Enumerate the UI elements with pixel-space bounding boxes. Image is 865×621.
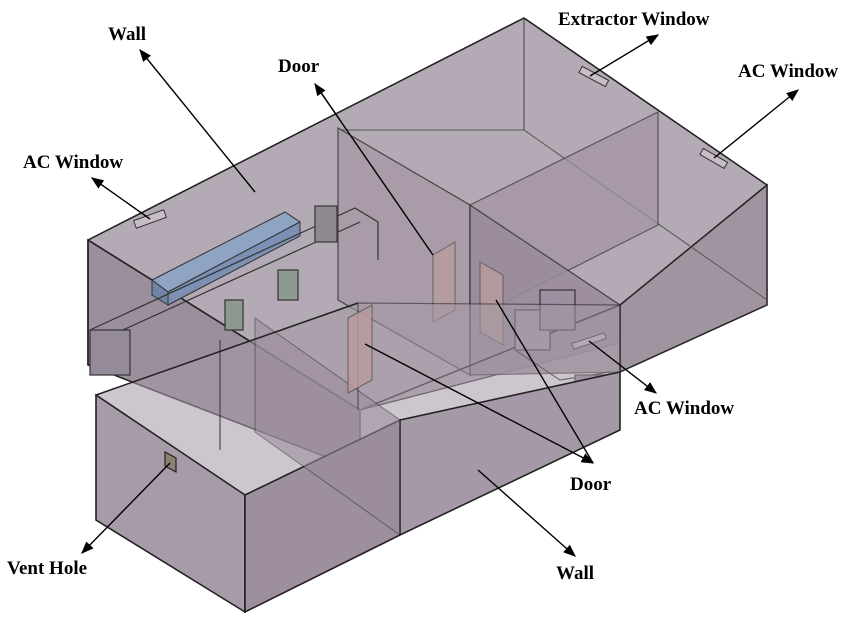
ac-window-right-shape — [699, 147, 729, 170]
vent-hole-shape — [164, 450, 177, 474]
label-ac-window-left: AC Window — [23, 152, 124, 173]
label-ac-window-mid: AC Window — [634, 398, 735, 419]
lower-block — [94, 302, 621, 614]
label-door-bottom: Door — [570, 474, 612, 495]
label-ac-window-right: AC Window — [738, 61, 839, 82]
label-door-top: Door — [278, 56, 320, 77]
label-wall-top: Wall — [108, 24, 147, 45]
annotation-arrows — [81, 34, 799, 557]
label-extractor-window: Extractor Window — [558, 9, 710, 30]
door-lower-shape — [347, 304, 373, 394]
label-wall-bottom: Wall — [556, 563, 595, 584]
label-vent-hole: Vent Hole — [7, 558, 88, 579]
